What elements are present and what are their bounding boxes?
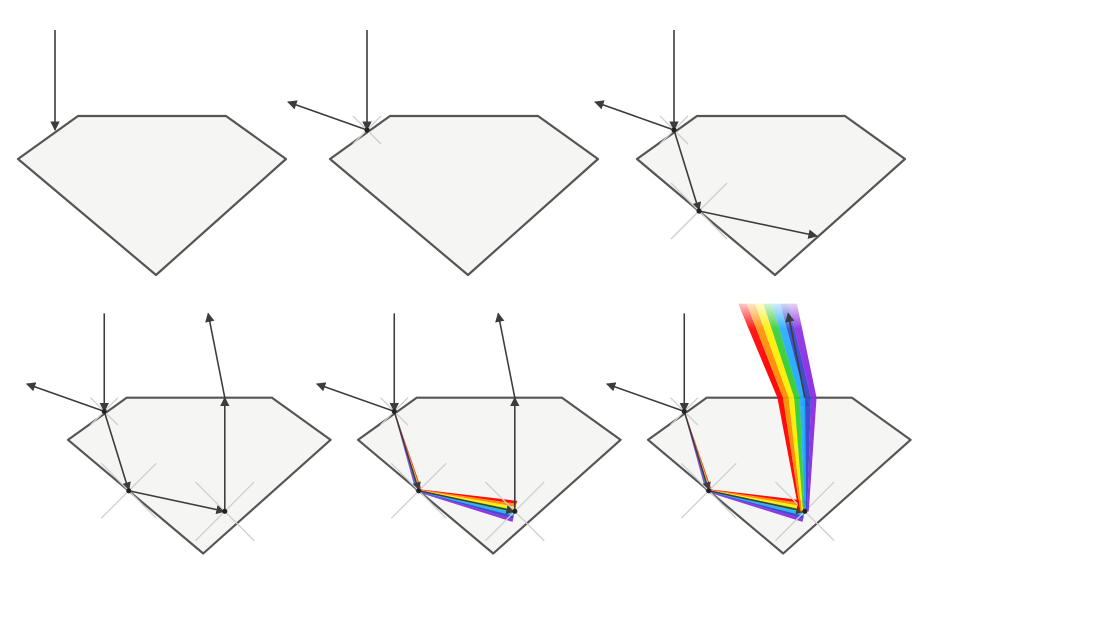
first-reflection-point bbox=[416, 488, 422, 494]
diamond-shape bbox=[328, 114, 600, 277]
second-reflection-point bbox=[802, 508, 808, 514]
reflected-ray bbox=[287, 100, 368, 131]
exit-fade bbox=[726, 297, 815, 367]
panel-2 bbox=[287, 30, 600, 277]
spectrum-internal-band-strip-3 bbox=[708, 490, 806, 510]
spectrum-internal-band-strip-6 bbox=[708, 491, 804, 519]
exit-ray bbox=[785, 312, 806, 398]
refracted-ray bbox=[103, 411, 131, 492]
exit-strip-7 bbox=[788, 303, 817, 512]
spectrum-internal-band-strip-3 bbox=[418, 490, 516, 510]
diamond-shape bbox=[646, 396, 912, 555]
spectrum-entry-band-strip-1 bbox=[394, 411, 422, 491]
reflected-ray bbox=[594, 100, 675, 131]
entry-point bbox=[671, 127, 677, 133]
spectrum-internal-band-strip-6 bbox=[418, 491, 514, 519]
first-reflection-point bbox=[706, 488, 712, 494]
reflected-ray bbox=[25, 382, 105, 413]
spectrum-internal-band-strip-5 bbox=[418, 491, 515, 516]
exit-ray bbox=[205, 312, 226, 398]
internal-reflection-ray bbox=[128, 490, 226, 515]
reflected-ray bbox=[315, 382, 395, 413]
spectrum-internal-band-strip-7 bbox=[418, 491, 514, 522]
panel-4 bbox=[25, 312, 332, 555]
entry-point bbox=[101, 408, 107, 414]
spectrum-internal-band-strip-5 bbox=[708, 491, 805, 516]
panel-3 bbox=[594, 30, 907, 277]
spectrum-entry-band-strip-1 bbox=[684, 411, 712, 491]
internal-reflection-ray bbox=[418, 490, 516, 515]
spectrum-internal-band-strip-2 bbox=[708, 489, 807, 507]
second-reflection-point bbox=[222, 508, 228, 514]
first-reflection-point bbox=[126, 488, 132, 494]
second-reflection-point bbox=[512, 508, 518, 514]
internal-reflection-ray bbox=[698, 210, 818, 239]
panel-1 bbox=[16, 30, 288, 277]
entry-point bbox=[681, 408, 687, 414]
internal-reflection-ray bbox=[708, 490, 806, 515]
spectrum-entry-band-strip-7 bbox=[393, 411, 417, 492]
diamond-shape bbox=[16, 114, 288, 277]
panel-6 bbox=[605, 297, 912, 555]
refracted-ray bbox=[683, 411, 711, 492]
diamond-shape bbox=[635, 114, 907, 277]
spectrum-exit-beam bbox=[726, 297, 817, 512]
refracted-ray bbox=[393, 411, 421, 492]
exit-strip-3 bbox=[754, 303, 804, 512]
spectrum-internal-band-strip-1 bbox=[419, 489, 518, 504]
spectrum-internal-band-strip-2 bbox=[418, 489, 517, 507]
panel-5 bbox=[315, 312, 622, 555]
entry-point bbox=[391, 408, 397, 414]
entry-point bbox=[364, 127, 370, 133]
spectrum-internal-band-strip-1 bbox=[709, 489, 808, 504]
spectrum-internal-band-strip-7 bbox=[708, 491, 804, 522]
diamond-shape bbox=[66, 396, 332, 555]
exit-ray bbox=[495, 312, 516, 398]
refracted-ray bbox=[673, 129, 702, 212]
diamond-shape bbox=[356, 396, 622, 555]
spectrum-entry-band-strip-7 bbox=[683, 411, 707, 492]
first-reflection-point bbox=[696, 208, 702, 214]
reflected-ray bbox=[605, 382, 685, 413]
